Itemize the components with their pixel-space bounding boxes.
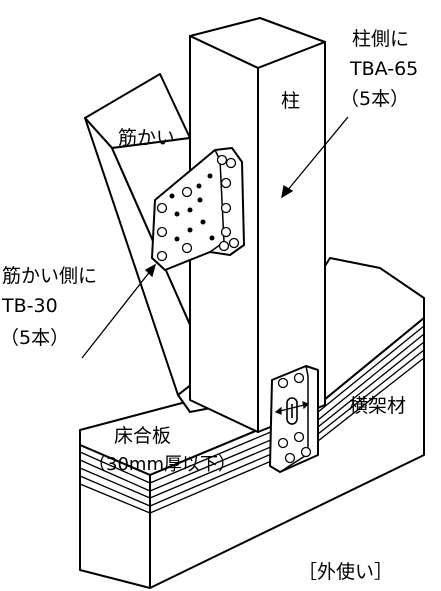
floor-label-line1: 床合板 bbox=[114, 425, 171, 447]
leader-lines bbox=[81, 116, 349, 359]
post-side-label-line3: （5本） bbox=[340, 88, 409, 110]
post-plate-arrows bbox=[274, 401, 310, 415]
brace-label: 筋かい bbox=[118, 127, 175, 149]
brace-plate-holes bbox=[169, 173, 215, 242]
labels: 筋かい 柱 横架材 柱側に TBA-65 （5本） 筋かい側に TB-30 （5… bbox=[0, 28, 418, 583]
post-side-label-line2: TBA-65 bbox=[349, 58, 418, 80]
post-plate-screws bbox=[277, 372, 312, 464]
floor-label-line2: （30mm厚以下） bbox=[88, 454, 236, 475]
usage-label: ［外使い］ bbox=[298, 561, 393, 583]
post-plate-slot bbox=[286, 397, 298, 425]
brace-plate-screws bbox=[156, 154, 240, 262]
brace-side-label-line1: 筋かい側に bbox=[2, 265, 97, 287]
post bbox=[189, 17, 326, 433]
floor-plywood-layers bbox=[79, 325, 425, 514]
post-label: 柱 bbox=[281, 90, 300, 112]
post-side-label-line1: 柱側に bbox=[352, 28, 409, 50]
brace-side-label-line2: TB-30 bbox=[1, 295, 58, 317]
brace-side-label-line3: （5本） bbox=[0, 327, 69, 349]
beam-label: 横架材 bbox=[349, 395, 406, 417]
